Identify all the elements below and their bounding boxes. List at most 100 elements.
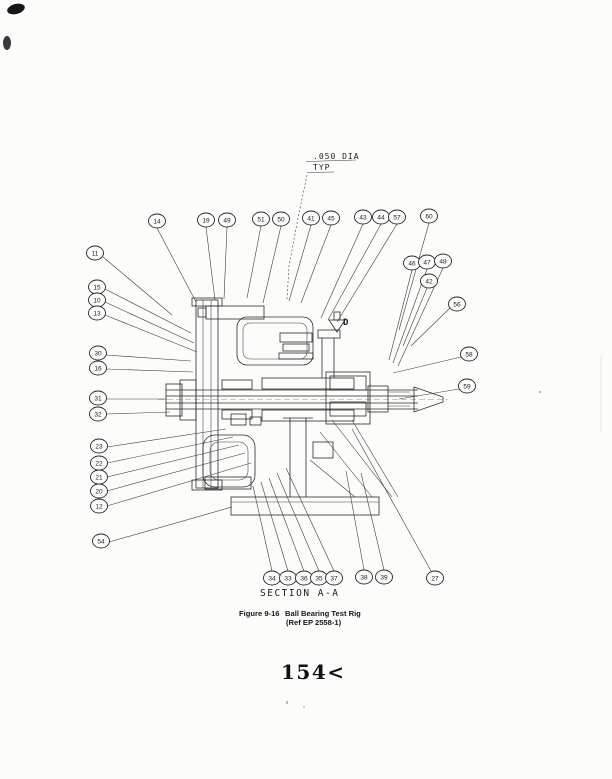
callout-16: 16	[89, 360, 107, 376]
callout-43: 43	[354, 209, 372, 225]
svg-text:45: 45	[327, 216, 335, 223]
callouts: 14 19 49 51 50 41 45 43 44 57 60 46 47 4…	[86, 208, 478, 586]
dim-note-line2: TYP	[313, 163, 330, 172]
machine-drawing: D	[158, 297, 448, 516]
svg-text:59: 59	[463, 384, 471, 391]
svg-text:14: 14	[153, 219, 161, 226]
callout-58: 58	[460, 346, 478, 362]
callout-37: 37	[325, 570, 343, 586]
svg-text:16: 16	[94, 366, 102, 373]
svg-text:33: 33	[284, 576, 292, 583]
callout-39: 39	[375, 569, 393, 585]
svg-text:37: 37	[330, 576, 338, 583]
callout-54: 54	[92, 533, 110, 549]
bearings	[221, 377, 355, 422]
svg-text:27: 27	[431, 576, 439, 583]
svg-text:54: 54	[97, 539, 105, 546]
lower-housing	[202, 413, 262, 490]
caption-ref: (Ref EP 2558-1)	[286, 618, 342, 627]
callout-11: 11	[86, 245, 104, 261]
oil-jet-fitting: D	[317, 311, 349, 378]
callout-47: 47	[418, 254, 436, 270]
svg-text:51: 51	[257, 217, 265, 224]
support-bracket	[309, 419, 399, 498]
svg-text:50: 50	[277, 217, 285, 224]
base-plate	[230, 496, 380, 516]
svg-text:34: 34	[268, 576, 276, 583]
callout-42: 42	[420, 273, 438, 289]
callout-60: 60	[420, 208, 438, 224]
callout-33: 33	[279, 570, 297, 586]
svg-text:47: 47	[423, 260, 431, 267]
svg-text:56: 56	[453, 302, 461, 309]
callout-19: 19	[197, 212, 215, 228]
callout-12: 12	[90, 498, 108, 514]
callout-56: 56	[448, 296, 466, 312]
svg-text:35: 35	[315, 576, 323, 583]
svg-text:60: 60	[425, 214, 433, 221]
svg-text:20: 20	[95, 489, 103, 496]
callout-45: 45	[322, 210, 340, 226]
callout-41: 41	[302, 210, 320, 226]
dimension-note: .050 DIA TYP	[286, 152, 359, 301]
callout-57: 57	[388, 209, 406, 225]
svg-text:42: 42	[425, 279, 433, 286]
center-stack	[278, 332, 314, 360]
svg-text:10: 10	[93, 298, 101, 305]
svg-text:32: 32	[94, 412, 102, 419]
svg-text:48: 48	[439, 259, 447, 266]
leader-lines	[102, 222, 462, 572]
right-bearing-block	[325, 371, 410, 425]
svg-text:41: 41	[307, 216, 315, 223]
callout-48: 48	[434, 253, 452, 269]
callout-10: 10	[88, 292, 106, 308]
page-number: 154<	[281, 660, 346, 684]
svg-text:15: 15	[93, 285, 101, 292]
figure-caption: Figure 9-16 Ball Bearing Test Rig (Ref E…	[239, 609, 361, 627]
callout-34: 34	[263, 570, 281, 586]
svg-text:22: 22	[95, 461, 103, 468]
svg-text:11: 11	[92, 251, 99, 258]
svg-text:31: 31	[94, 396, 102, 403]
callout-13: 13	[88, 305, 106, 321]
svg-text:12: 12	[95, 504, 103, 511]
svg-text:49: 49	[223, 218, 231, 225]
callout-38: 38	[355, 569, 373, 585]
callout-31: 31	[89, 390, 107, 406]
top-bolt	[197, 305, 265, 320]
callout-46: 46	[403, 255, 421, 271]
section-label: SECTION A-A	[260, 588, 339, 599]
callout-50: 50	[272, 211, 290, 227]
upper-housing	[236, 316, 314, 366]
svg-text:23: 23	[95, 444, 103, 451]
scan-artifacts	[3, 3, 602, 708]
svg-text:57: 57	[393, 215, 401, 222]
callout-51: 51	[252, 211, 270, 227]
callout-36: 36	[295, 570, 313, 586]
callout-23: 23	[90, 438, 108, 454]
pedestal	[283, 417, 313, 497]
shaft	[158, 386, 448, 413]
callout-32: 32	[89, 406, 107, 422]
caption-title: Ball Bearing Test Rig	[285, 609, 361, 618]
svg-text:39: 39	[380, 575, 388, 582]
callout-49: 49	[218, 212, 236, 228]
callout-27: 27	[426, 570, 444, 586]
callout-44: 44	[372, 209, 390, 225]
callout-14: 14	[148, 213, 166, 229]
callout-59: 59	[458, 378, 476, 394]
callout-22: 22	[90, 455, 108, 471]
caption-figure-number: Figure 9-16	[239, 609, 280, 618]
svg-text:44: 44	[377, 215, 385, 222]
svg-text:19: 19	[202, 218, 210, 225]
svg-text:13: 13	[93, 311, 101, 318]
callout-30: 30	[89, 345, 107, 361]
callout-21: 21	[90, 469, 108, 485]
svg-text:43: 43	[359, 215, 367, 222]
detail-letter: D	[343, 318, 349, 328]
callout-15: 15	[88, 279, 106, 295]
svg-text:30: 30	[94, 351, 102, 358]
callout-35: 35	[310, 570, 328, 586]
